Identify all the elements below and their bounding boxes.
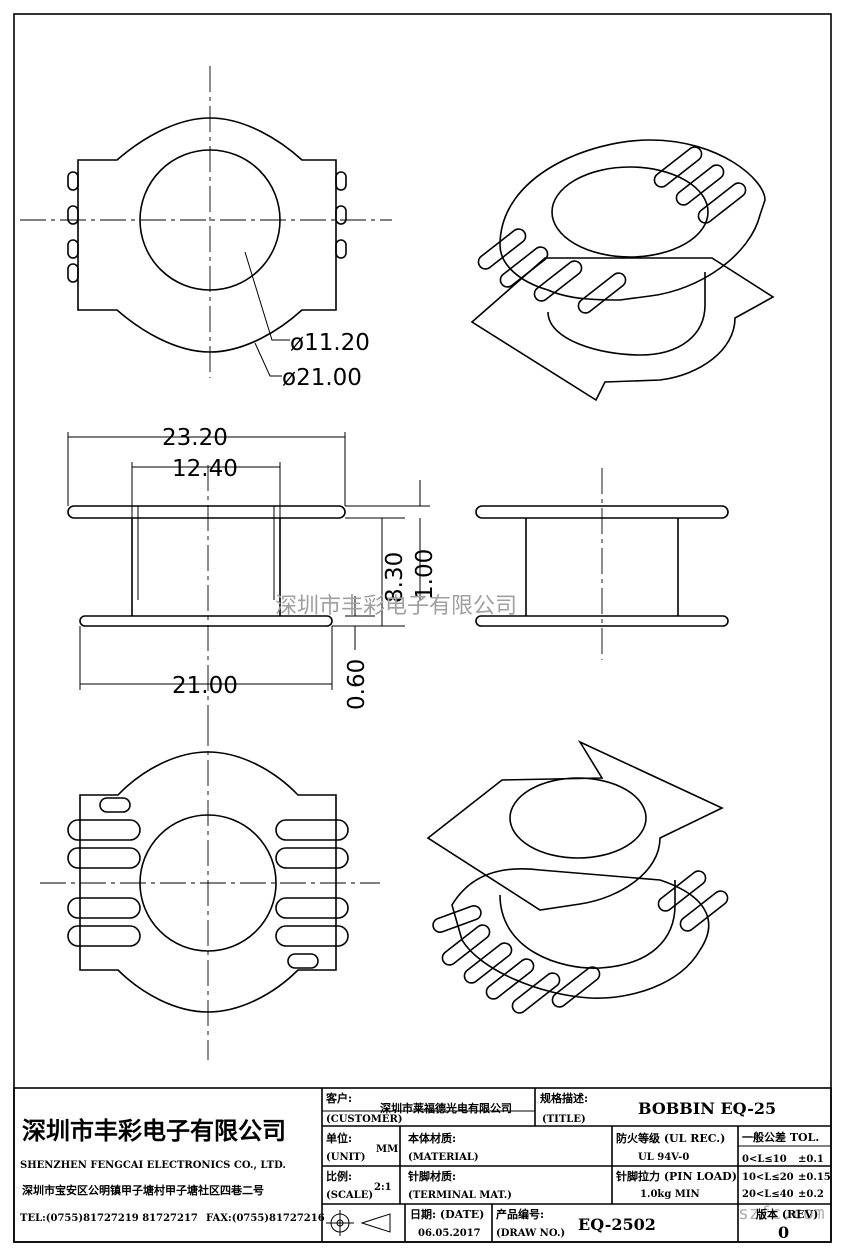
rev-label: 版本 (REV) — [756, 1207, 818, 1221]
title-label: 规格描述: — [540, 1091, 588, 1105]
company-name-cn: 深圳市丰彩电子有限公司 — [22, 1116, 286, 1145]
customer-label: 客户: — [325, 1091, 352, 1105]
side-view — [67, 432, 430, 720]
ul-label: 防火等级 (UL REC.) — [616, 1131, 725, 1145]
tol-range-1: 0<L≤10 — [742, 1154, 787, 1165]
unit-label: 单位: — [326, 1131, 352, 1145]
dim-core-width: 12.40 — [172, 456, 238, 482]
tol-value-3: ±0.2 — [798, 1189, 824, 1200]
title-block: 深圳市丰彩电子有限公司 SHENZHEN FENGCAI ELECTRONICS… — [13, 1087, 832, 1243]
terminal-label-en: (TERMINAL MAT.) — [408, 1190, 512, 1201]
tol-value-1: ±0.1 — [798, 1154, 824, 1165]
material-label-en: (MATERIAL) — [408, 1152, 479, 1163]
dim-flange-thickness: 1.00 — [412, 549, 438, 600]
title-value: BOBBIN EQ-25 — [638, 1099, 776, 1118]
tol-range-2: 10<L≤20 — [742, 1172, 794, 1183]
ul-value: UL 94V-0 — [638, 1152, 689, 1163]
dim-outer-diameter: ø21.00 — [282, 365, 362, 391]
scale-label-en: (SCALE) — [326, 1190, 373, 1201]
watermark-site: szfc.com — [738, 1203, 825, 1224]
isometric-view-bottom — [426, 740, 729, 1014]
draw-no-label-en: (DRAW NO.) — [496, 1228, 565, 1239]
draw-no-value: EQ-2502 — [578, 1215, 656, 1234]
dim-base-width: 21.00 — [172, 673, 238, 699]
drawing-border — [13, 13, 832, 1243]
watermark-company: 深圳市丰彩电子有限公司 — [275, 594, 517, 619]
company-address: 深圳市宝安区公明镇甲子塘村甲子塘社区四巷二号 — [22, 1183, 264, 1197]
dim-overall-width: 23.20 — [162, 425, 228, 451]
unit-value: MM — [376, 1144, 398, 1155]
tolerance-label: 一般公差 TOL. — [742, 1130, 819, 1144]
pin-load-label: 针脚拉力 (PIN LOAD) — [616, 1169, 737, 1183]
customer-value: 深圳市莱福德光电有限公司 — [380, 1101, 512, 1115]
terminal-label: 针脚材质: — [408, 1169, 456, 1183]
dim-bottom-thickness: 0.60 — [344, 659, 370, 710]
unit-label-en: (UNIT) — [326, 1152, 365, 1163]
company-phone: TEL:(0755)81727219 81727217 — [20, 1213, 198, 1224]
pin-load-value: 1.0kg MIN — [640, 1189, 700, 1200]
dim-height: 8.30 — [382, 552, 408, 603]
isometric-view-top — [470, 139, 775, 402]
scale-label: 比例: — [326, 1169, 352, 1183]
date-value: 06.05.2017 — [418, 1228, 481, 1239]
draw-no-label: 产品编号: — [496, 1207, 544, 1221]
top-view — [20, 66, 392, 378]
dimension-labels: ø11.20 ø21.00 23.20 12.40 21.00 8.30 1.0… — [162, 330, 438, 710]
side-view-plain — [475, 468, 729, 660]
company-name-en: SHENZHEN FENGCAI ELECTRONICS CO., LTD. — [20, 1160, 286, 1171]
bottom-view — [40, 720, 380, 1060]
tol-range-3: 20<L≤40 — [742, 1189, 794, 1200]
tol-value-2: ±0.15 — [798, 1172, 831, 1183]
date-label: 日期: (DATE) — [410, 1207, 484, 1221]
dim-inner-diameter: ø11.20 — [290, 330, 370, 356]
scale-value: 2:1 — [374, 1182, 392, 1193]
rev-value: 0 — [778, 1223, 789, 1242]
material-label: 本体材质: — [408, 1131, 456, 1145]
customer-label-en: (CUSTOMER) — [326, 1114, 403, 1125]
title-label-en: (TITLE) — [542, 1114, 586, 1125]
company-fax: FAX:(0755)81727216 — [206, 1213, 325, 1224]
